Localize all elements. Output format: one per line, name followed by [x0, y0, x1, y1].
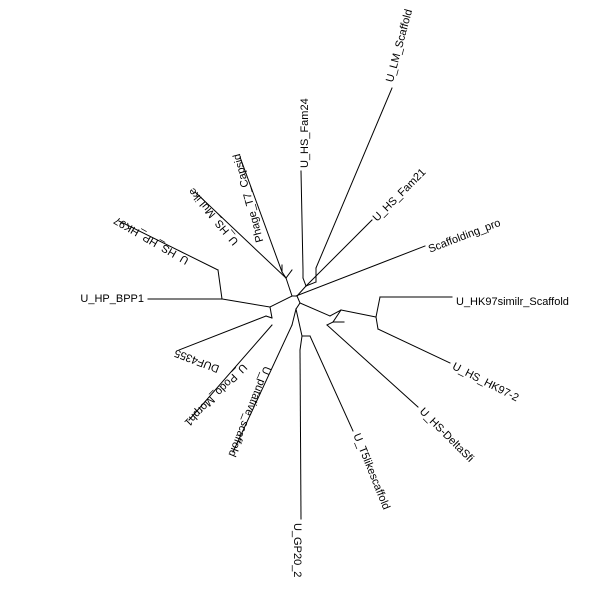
inner-branch-lower [291, 308, 297, 326]
inner-branch-upper-right [296, 285, 307, 297]
leaf-branch-t7 [239, 156, 283, 273]
inner-branch-left [269, 295, 293, 308]
inner-branch-lower [295, 308, 303, 337]
leaf-label-delta: U_HS-DeltaSfi [417, 406, 476, 465]
leaf-label-lm: U_LM_Scaffold [384, 8, 415, 84]
leaf-label-t5: U_T5likescaffold [351, 432, 393, 512]
leaf-label-duf: DUF4355 [173, 346, 221, 374]
inner-branch-right [375, 296, 381, 318]
inner-branch-upper-right [305, 281, 317, 287]
inner-branch-lower [299, 335, 303, 351]
root-branch [295, 302, 301, 310]
inner-branch-left [217, 269, 223, 300]
leaf-branch-gp20 [299, 349, 302, 520]
inner-branch-upper-left [285, 277, 291, 291]
inner-branch-left [269, 306, 273, 319]
leaf-label-gp20: U_GP20_2 [291, 523, 303, 577]
leaf-branch-fam24 [300, 170, 304, 271]
leaf-label-hk97: U_HS_HP_HK97 [112, 214, 191, 267]
leaf-branch-scaf [295, 245, 426, 297]
leaf-branch-lm [315, 87, 393, 269]
leaf-branch-hk97 [118, 220, 219, 271]
leaf-label-scaf: Scaffolding_pro [427, 217, 502, 256]
leaf-branch-podo [188, 324, 273, 421]
leaf-label-hk972: U_HS_HK97-2 [450, 361, 520, 405]
leaf-branch-delta [326, 324, 419, 408]
inner-branch-right [375, 316, 379, 330]
leaf-branch-duf [178, 315, 267, 351]
leaf-branch-mulike [194, 191, 287, 279]
leaf-label-mulike: U_HS_MuLike [186, 185, 241, 247]
tree-branches [118, 87, 453, 520]
inner-branch-right [329, 309, 342, 317]
root-branch [289, 289, 293, 297]
leaf-label-bpp1: U_HP_BPP1 [80, 293, 144, 305]
leaf-branch-t5 [309, 335, 354, 432]
root-branch [296, 295, 301, 304]
leaf-label-hk97sim: U_HK97similr_Scaffold [456, 296, 569, 308]
inner-branch-left [265, 315, 273, 319]
tree-labels: U_LM_ScaffoldU_HS_Fam24Phage_T7_CapsidU_… [80, 8, 569, 577]
inner-branch-right [299, 302, 331, 317]
inner-branch-right [332, 309, 342, 323]
leaf-branch-hk972 [377, 328, 451, 364]
inner-branch-upper-right [302, 277, 307, 287]
leaf-branch-fam21 [305, 219, 373, 287]
inner-branch-upper-left [285, 269, 293, 279]
leaf-branch-putative [232, 324, 293, 453]
inner-branch-right [326, 321, 334, 326]
leaf-label-fam21: U_HS_Fam21 [371, 166, 429, 224]
inner-branch-right [340, 309, 377, 318]
leaf-label-fam24: U_HS_Fam24 [299, 98, 311, 168]
leaf-label-t7: Phage_T7_Capsid [231, 152, 266, 243]
inner-branch-left [221, 298, 271, 308]
